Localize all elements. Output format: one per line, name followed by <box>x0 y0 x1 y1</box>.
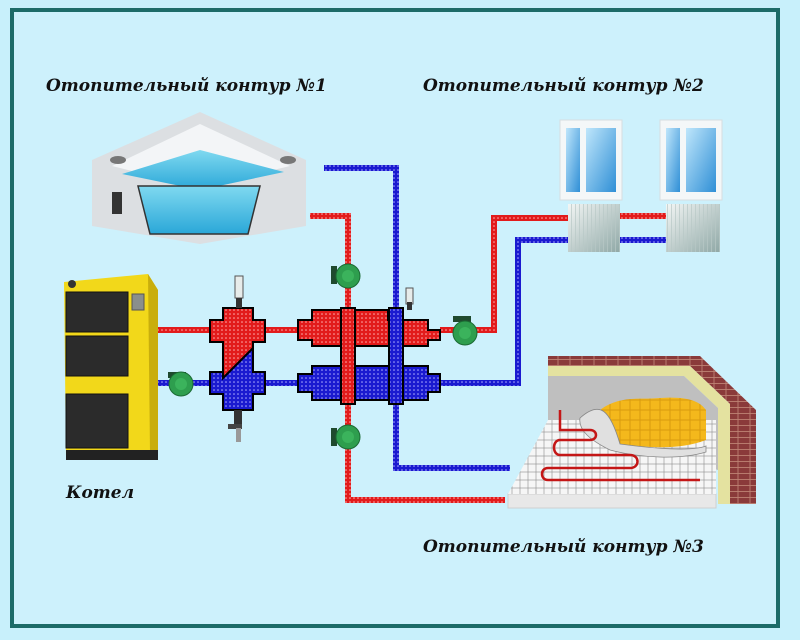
radiator-2 <box>666 204 720 252</box>
pipe-circuit2-return <box>440 237 568 386</box>
pump-circuit2 <box>452 316 478 346</box>
boiler-icon <box>64 274 158 460</box>
window-2 <box>659 119 723 201</box>
bathtub-icon <box>92 112 306 244</box>
underfloor-heating-icon <box>507 356 756 509</box>
circuit1-label: Отопительный контур №1 <box>46 76 327 96</box>
distribution-collector <box>297 287 441 405</box>
radiator-1 <box>568 204 620 252</box>
pump-boiler <box>168 371 194 397</box>
circuit2-label: Отопительный контур №2 <box>423 76 704 96</box>
window-1 <box>559 119 623 201</box>
boiler-label: Котел <box>66 483 135 503</box>
drain-valve-icon <box>234 410 242 426</box>
circuit3-label: Отопительный контур №3 <box>423 537 704 557</box>
pipe-circuit1-supply <box>310 213 351 308</box>
pipe-circuit3-supply <box>345 402 505 503</box>
pump-circuit3 <box>331 424 361 450</box>
hydraulic-separator <box>209 275 266 442</box>
pump-circuit1 <box>331 263 361 289</box>
collector-air-vent-icon <box>405 287 414 305</box>
air-vent-icon <box>234 275 244 299</box>
pipe-circuit2-supply <box>440 215 568 333</box>
